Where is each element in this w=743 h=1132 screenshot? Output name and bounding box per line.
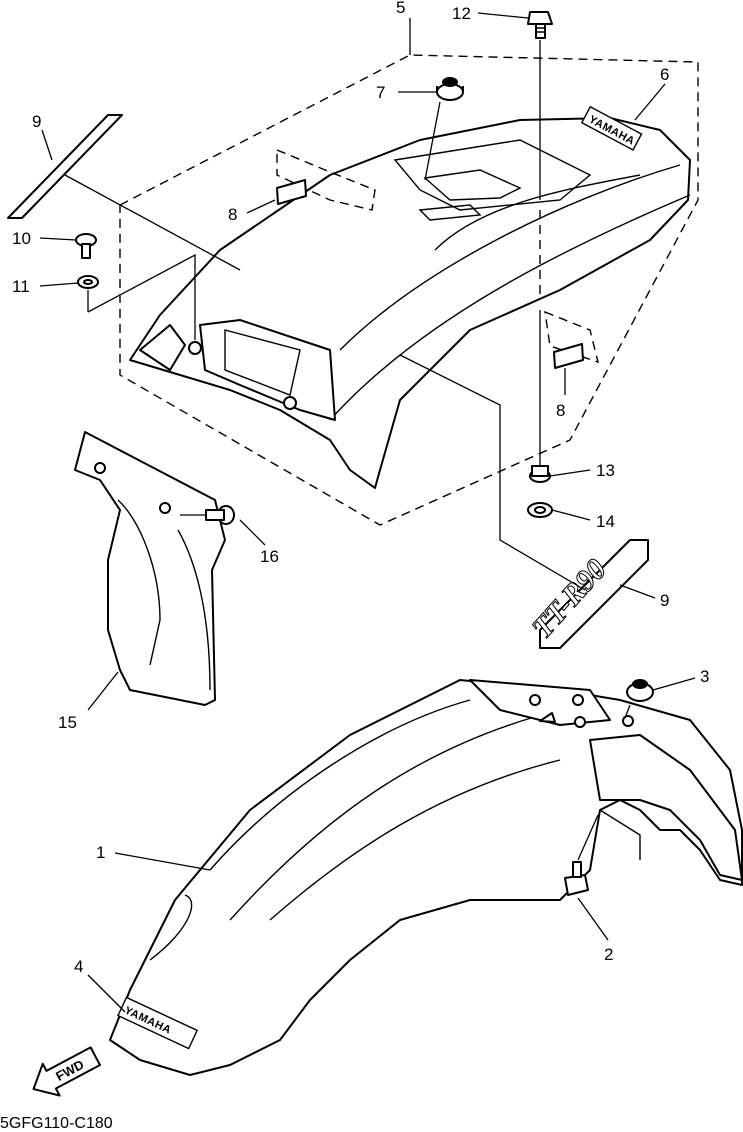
callout-10: 10 <box>12 229 31 248</box>
callout-2: 2 <box>604 945 613 964</box>
callout-3: 3 <box>700 667 709 686</box>
callout-8a: 8 <box>228 205 237 224</box>
assembly-boundary-5 <box>119 54 699 526</box>
nut-13 <box>529 465 551 483</box>
callout-8b: 8 <box>556 401 565 420</box>
side-plate-15 <box>74 431 226 706</box>
callout-5: 5 <box>396 0 405 17</box>
side-strip-decal-9 <box>7 114 123 219</box>
callout-14: 14 <box>596 512 615 531</box>
callout-4: 4 <box>74 957 83 976</box>
bolt-2 <box>564 861 589 896</box>
decal-8-left <box>276 179 307 205</box>
callout-9b: 9 <box>660 591 669 610</box>
callout-9a: 9 <box>32 112 41 131</box>
bolt-10 <box>75 233 97 259</box>
callout-15: 15 <box>58 713 77 732</box>
ttr90-decal: TT-R90 <box>525 539 649 649</box>
callout-7: 7 <box>376 83 385 102</box>
diagram-code: 5GFG110-C180 <box>0 1115 113 1132</box>
front-fender-1 <box>109 679 743 1076</box>
rear-fender-seat <box>129 117 691 489</box>
grommet-3 <box>626 679 654 702</box>
washer-14 <box>527 502 553 518</box>
grommet-7 <box>436 77 464 101</box>
bolt-12 <box>527 11 553 39</box>
callout-11: 11 <box>12 277 30 296</box>
screw-16 <box>205 505 235 525</box>
washer-11 <box>77 275 99 289</box>
callout-6: 6 <box>660 65 669 84</box>
callout-13: 13 <box>596 461 615 480</box>
callout-1: 1 <box>96 843 105 862</box>
decal-8-right <box>553 343 584 369</box>
callout-12: 12 <box>452 4 471 23</box>
callout-16: 16 <box>260 547 279 566</box>
fwd-arrow: FWD <box>32 1046 102 1097</box>
